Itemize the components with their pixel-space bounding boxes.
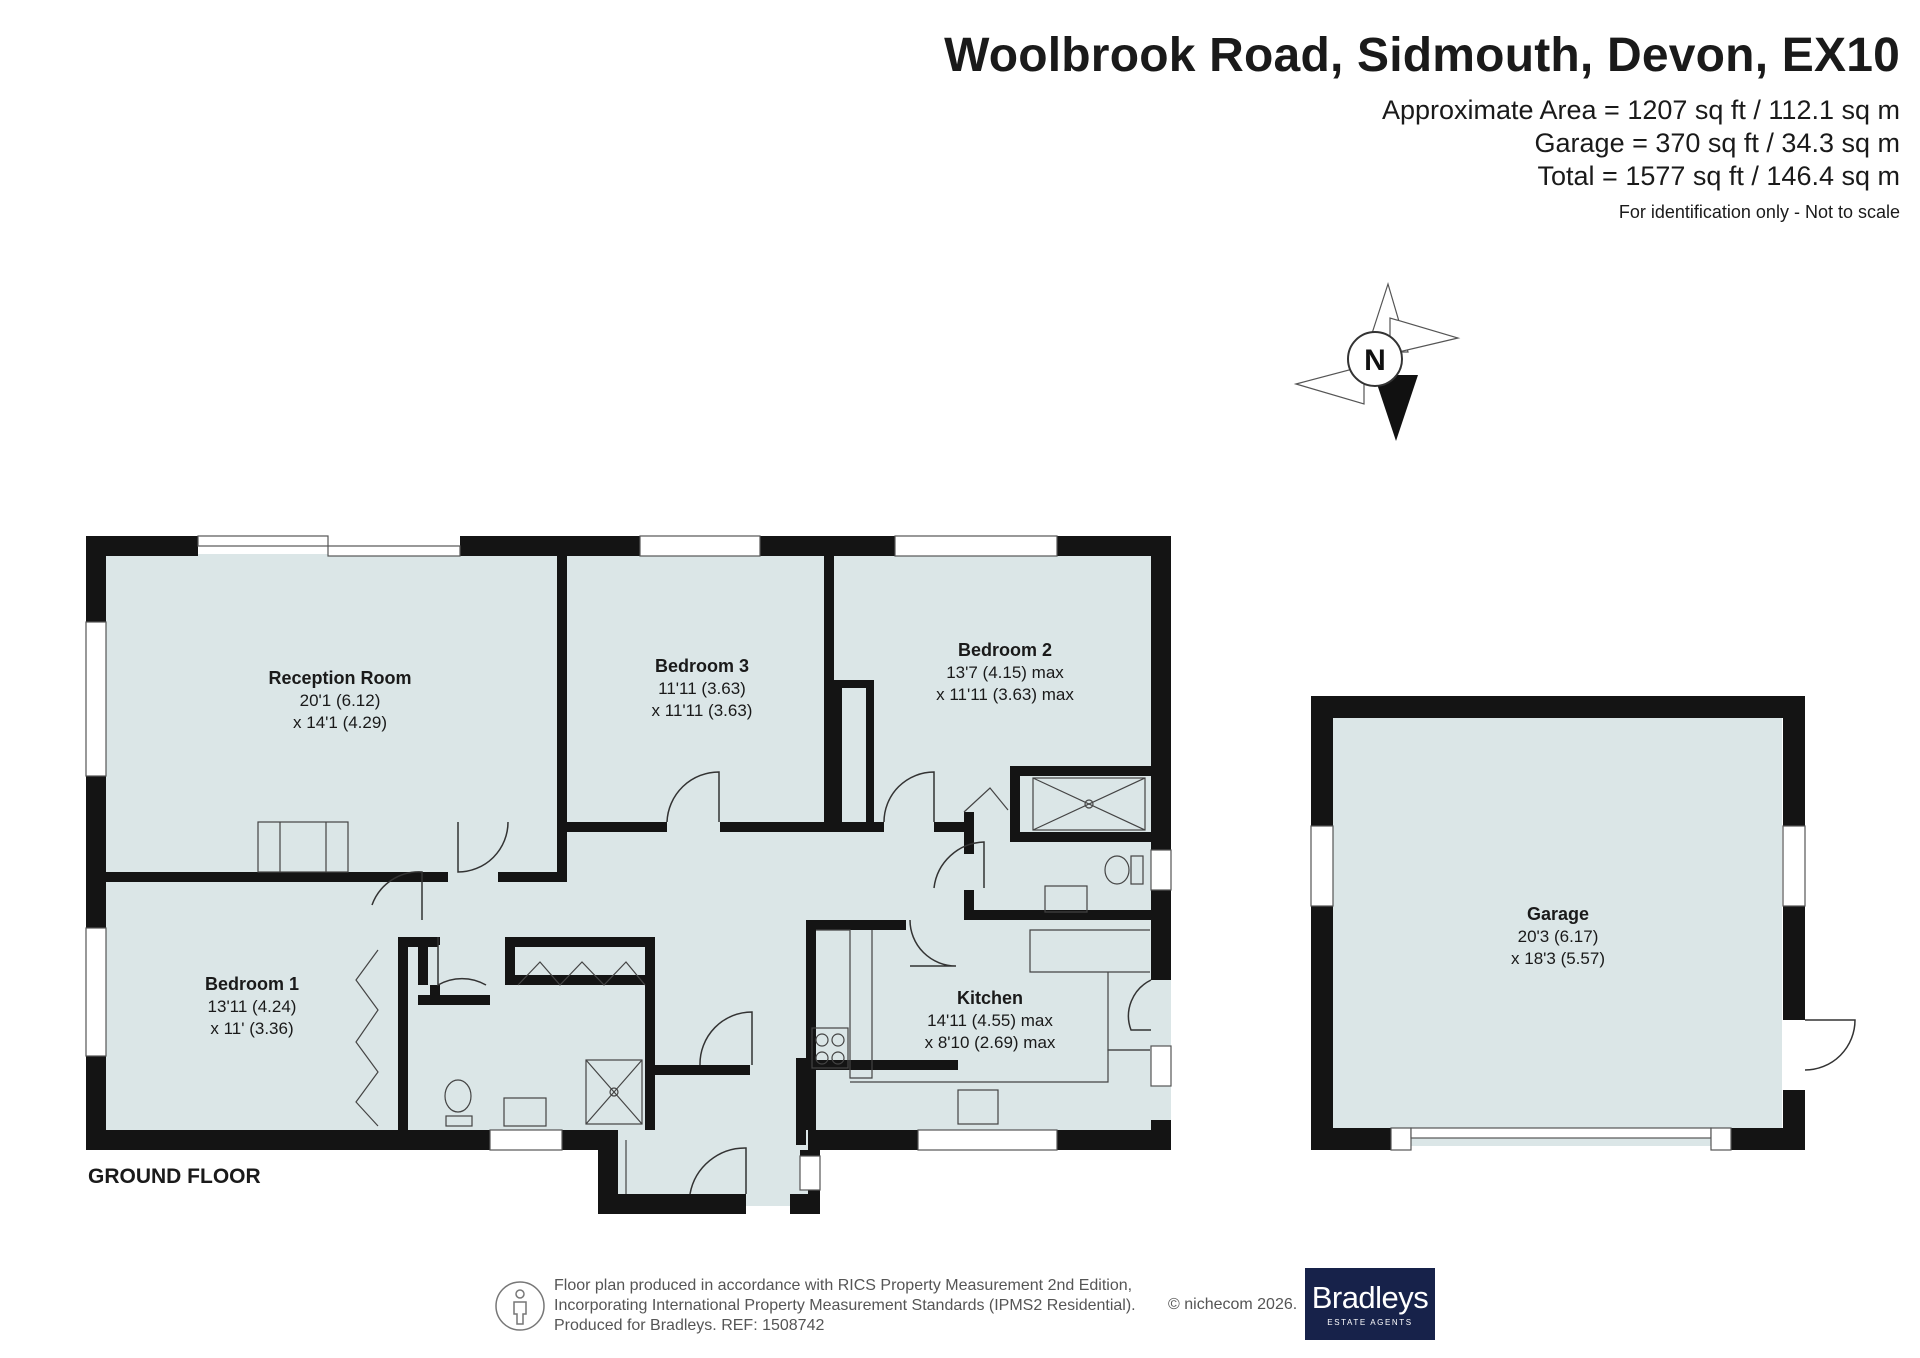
floor-label: GROUND FLOOR	[88, 1165, 261, 1188]
total-area: Total = 1577 sq ft / 146.4 sq m	[1537, 161, 1900, 191]
property-title: Woolbrook Road, Sidmouth, Devon, EX10	[944, 29, 1900, 82]
room-labels: Reception Room 20'1 (6.12) x 14'1 (4.29)…	[205, 640, 1605, 1052]
compass-north-label: N	[1364, 344, 1386, 377]
garage-area: Garage = 370 sq ft / 34.3 sq m	[1534, 128, 1900, 158]
logo-name: Bradleys	[1311, 1280, 1429, 1315]
bathroom-shower-icon	[585, 1059, 643, 1125]
person-scale-icon	[495, 1281, 545, 1331]
ensuite-basin-icon	[1044, 885, 1088, 913]
footer: Floor plan produced in accordance with R…	[490, 1268, 1450, 1340]
header: Woolbrook Road, Sidmouth, Devon, EX10 Ap…	[944, 28, 1900, 223]
compass-icon: N	[1293, 281, 1461, 441]
garage-dim2: x 18'3 (5.57)	[1511, 949, 1605, 968]
exterior-walls	[86, 536, 1805, 1214]
room-floors	[86, 554, 1782, 1206]
bedroom-1-dim2: x 11' (3.36)	[210, 1019, 293, 1038]
bedroom-2-dim2: x 11'11 (3.63) max	[936, 685, 1074, 704]
reception-room-name: Reception Room	[268, 668, 411, 688]
ensuite-toilet-icon	[1104, 855, 1130, 885]
ensuite-shower-icon	[1032, 777, 1146, 831]
bedroom-2-name: Bedroom 2	[958, 640, 1052, 660]
windows	[85, 535, 1806, 1191]
kitchen-dim1: 14'11 (4.55) max	[927, 1011, 1053, 1030]
footer-line-3: Produced for Bradleys. REF: 1508742	[554, 1317, 825, 1334]
kitchen-dim2: x 8'10 (2.69) max	[925, 1033, 1056, 1052]
disclaimer: For identification only - Not to scale	[1618, 202, 1900, 222]
bradleys-logo: Bradleys ESTATE AGENTS	[1305, 1268, 1435, 1340]
doors	[371, 771, 1856, 1195]
kitchen-sink-icon	[957, 1089, 999, 1125]
footer-text: Floor plan produced in accordance with R…	[554, 1276, 1136, 1336]
garage-dim1: 20'3 (6.17)	[1518, 927, 1599, 946]
reception-room-dim2: x 14'1 (4.29)	[293, 713, 387, 732]
reception-room-dim1: 20'1 (6.12)	[300, 691, 381, 710]
hob-icon	[811, 1027, 849, 1069]
bathroom-basin-icon	[503, 1097, 547, 1127]
fixtures	[257, 777, 1150, 1194]
approximate-area: Approximate Area = 1207 sq ft / 112.1 sq…	[1381, 95, 1900, 125]
copyright: © nichecom 2026.	[1168, 1296, 1298, 1313]
bedroom-1-dim1: 13'11 (4.24)	[208, 997, 297, 1016]
bedroom-3-dim1: 11'11 (3.63)	[658, 679, 746, 698]
kitchen-name: Kitchen	[957, 988, 1023, 1008]
bathroom-toilet-icon	[444, 1079, 472, 1113]
bedroom-2-dim1: 13'7 (4.15) max	[946, 663, 1064, 682]
fireplace-icon	[257, 821, 349, 873]
bedroom-3-dim2: x 11'11 (3.63)	[652, 701, 753, 720]
cupboard-icon	[517, 961, 646, 986]
footer-line-1: Floor plan produced in accordance with R…	[554, 1277, 1133, 1294]
garage-name: Garage	[1527, 904, 1589, 924]
bedroom-3-name: Bedroom 3	[655, 656, 749, 676]
bedroom-1-name: Bedroom 1	[205, 974, 299, 994]
wardrobe-icon	[355, 949, 379, 1127]
footer-line-2: Incorporating International Property Mea…	[554, 1297, 1136, 1314]
interior-walls	[106, 554, 1151, 1145]
logo-subtitle: ESTATE AGENTS	[1327, 1318, 1413, 1327]
